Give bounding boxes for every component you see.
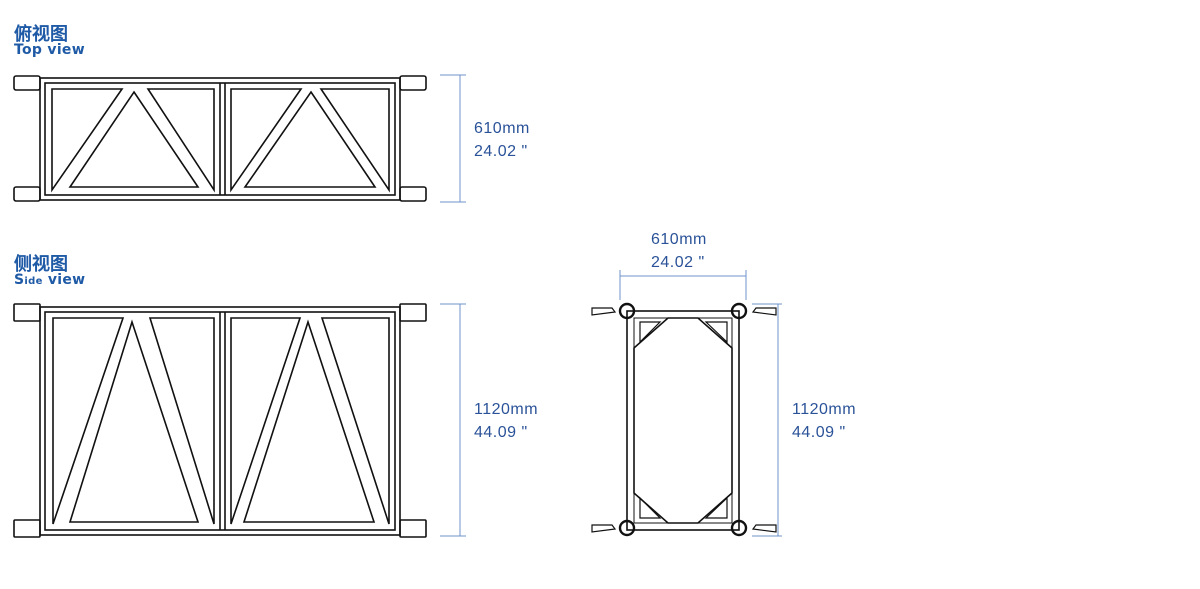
section-height-imperial: 44.09 " xyxy=(792,424,846,441)
top-view-dimension-line xyxy=(440,74,466,203)
side-view-dim-imperial: 44.09 " xyxy=(474,424,528,441)
section-height-dimension-label: 1120mm 44.09 " xyxy=(792,398,856,444)
section-height-metric: 1120mm xyxy=(792,401,857,418)
side-view-truss xyxy=(13,303,427,538)
side-view-dimension-line xyxy=(440,303,466,537)
top-view-title-cn: 俯视图 xyxy=(14,24,68,45)
section-height-dimension-line xyxy=(752,303,782,537)
connector-icon xyxy=(13,75,41,91)
section-view-truss xyxy=(591,302,777,537)
side-view-outer-frame xyxy=(39,306,401,536)
side-view-title-en: Side view xyxy=(14,272,86,288)
side-view-dimension-label: 1120mm 44.09 " xyxy=(474,398,538,444)
side-view-title-cn: 侧视图 xyxy=(14,254,68,275)
plate-icon xyxy=(13,303,41,322)
section-view-outer-frame xyxy=(626,310,740,531)
section-width-metric: 610mm xyxy=(651,231,707,248)
pin-icon xyxy=(591,307,617,316)
section-width-dimension-label: 610mm 24.02 " xyxy=(651,228,707,274)
section-width-imperial: 24.02 " xyxy=(651,254,705,271)
top-view-title-en: Top view xyxy=(14,42,85,58)
chord-icon xyxy=(618,302,636,320)
section-width-dimension-line xyxy=(619,270,747,300)
top-view-dim-metric: 610mm xyxy=(474,120,530,137)
top-view-dimension-label: 610mm 24.02 " xyxy=(474,117,530,163)
top-view-dim-imperial: 24.02 " xyxy=(474,143,528,160)
side-view-dim-metric: 1120mm xyxy=(474,401,539,418)
top-view-truss xyxy=(13,75,427,202)
